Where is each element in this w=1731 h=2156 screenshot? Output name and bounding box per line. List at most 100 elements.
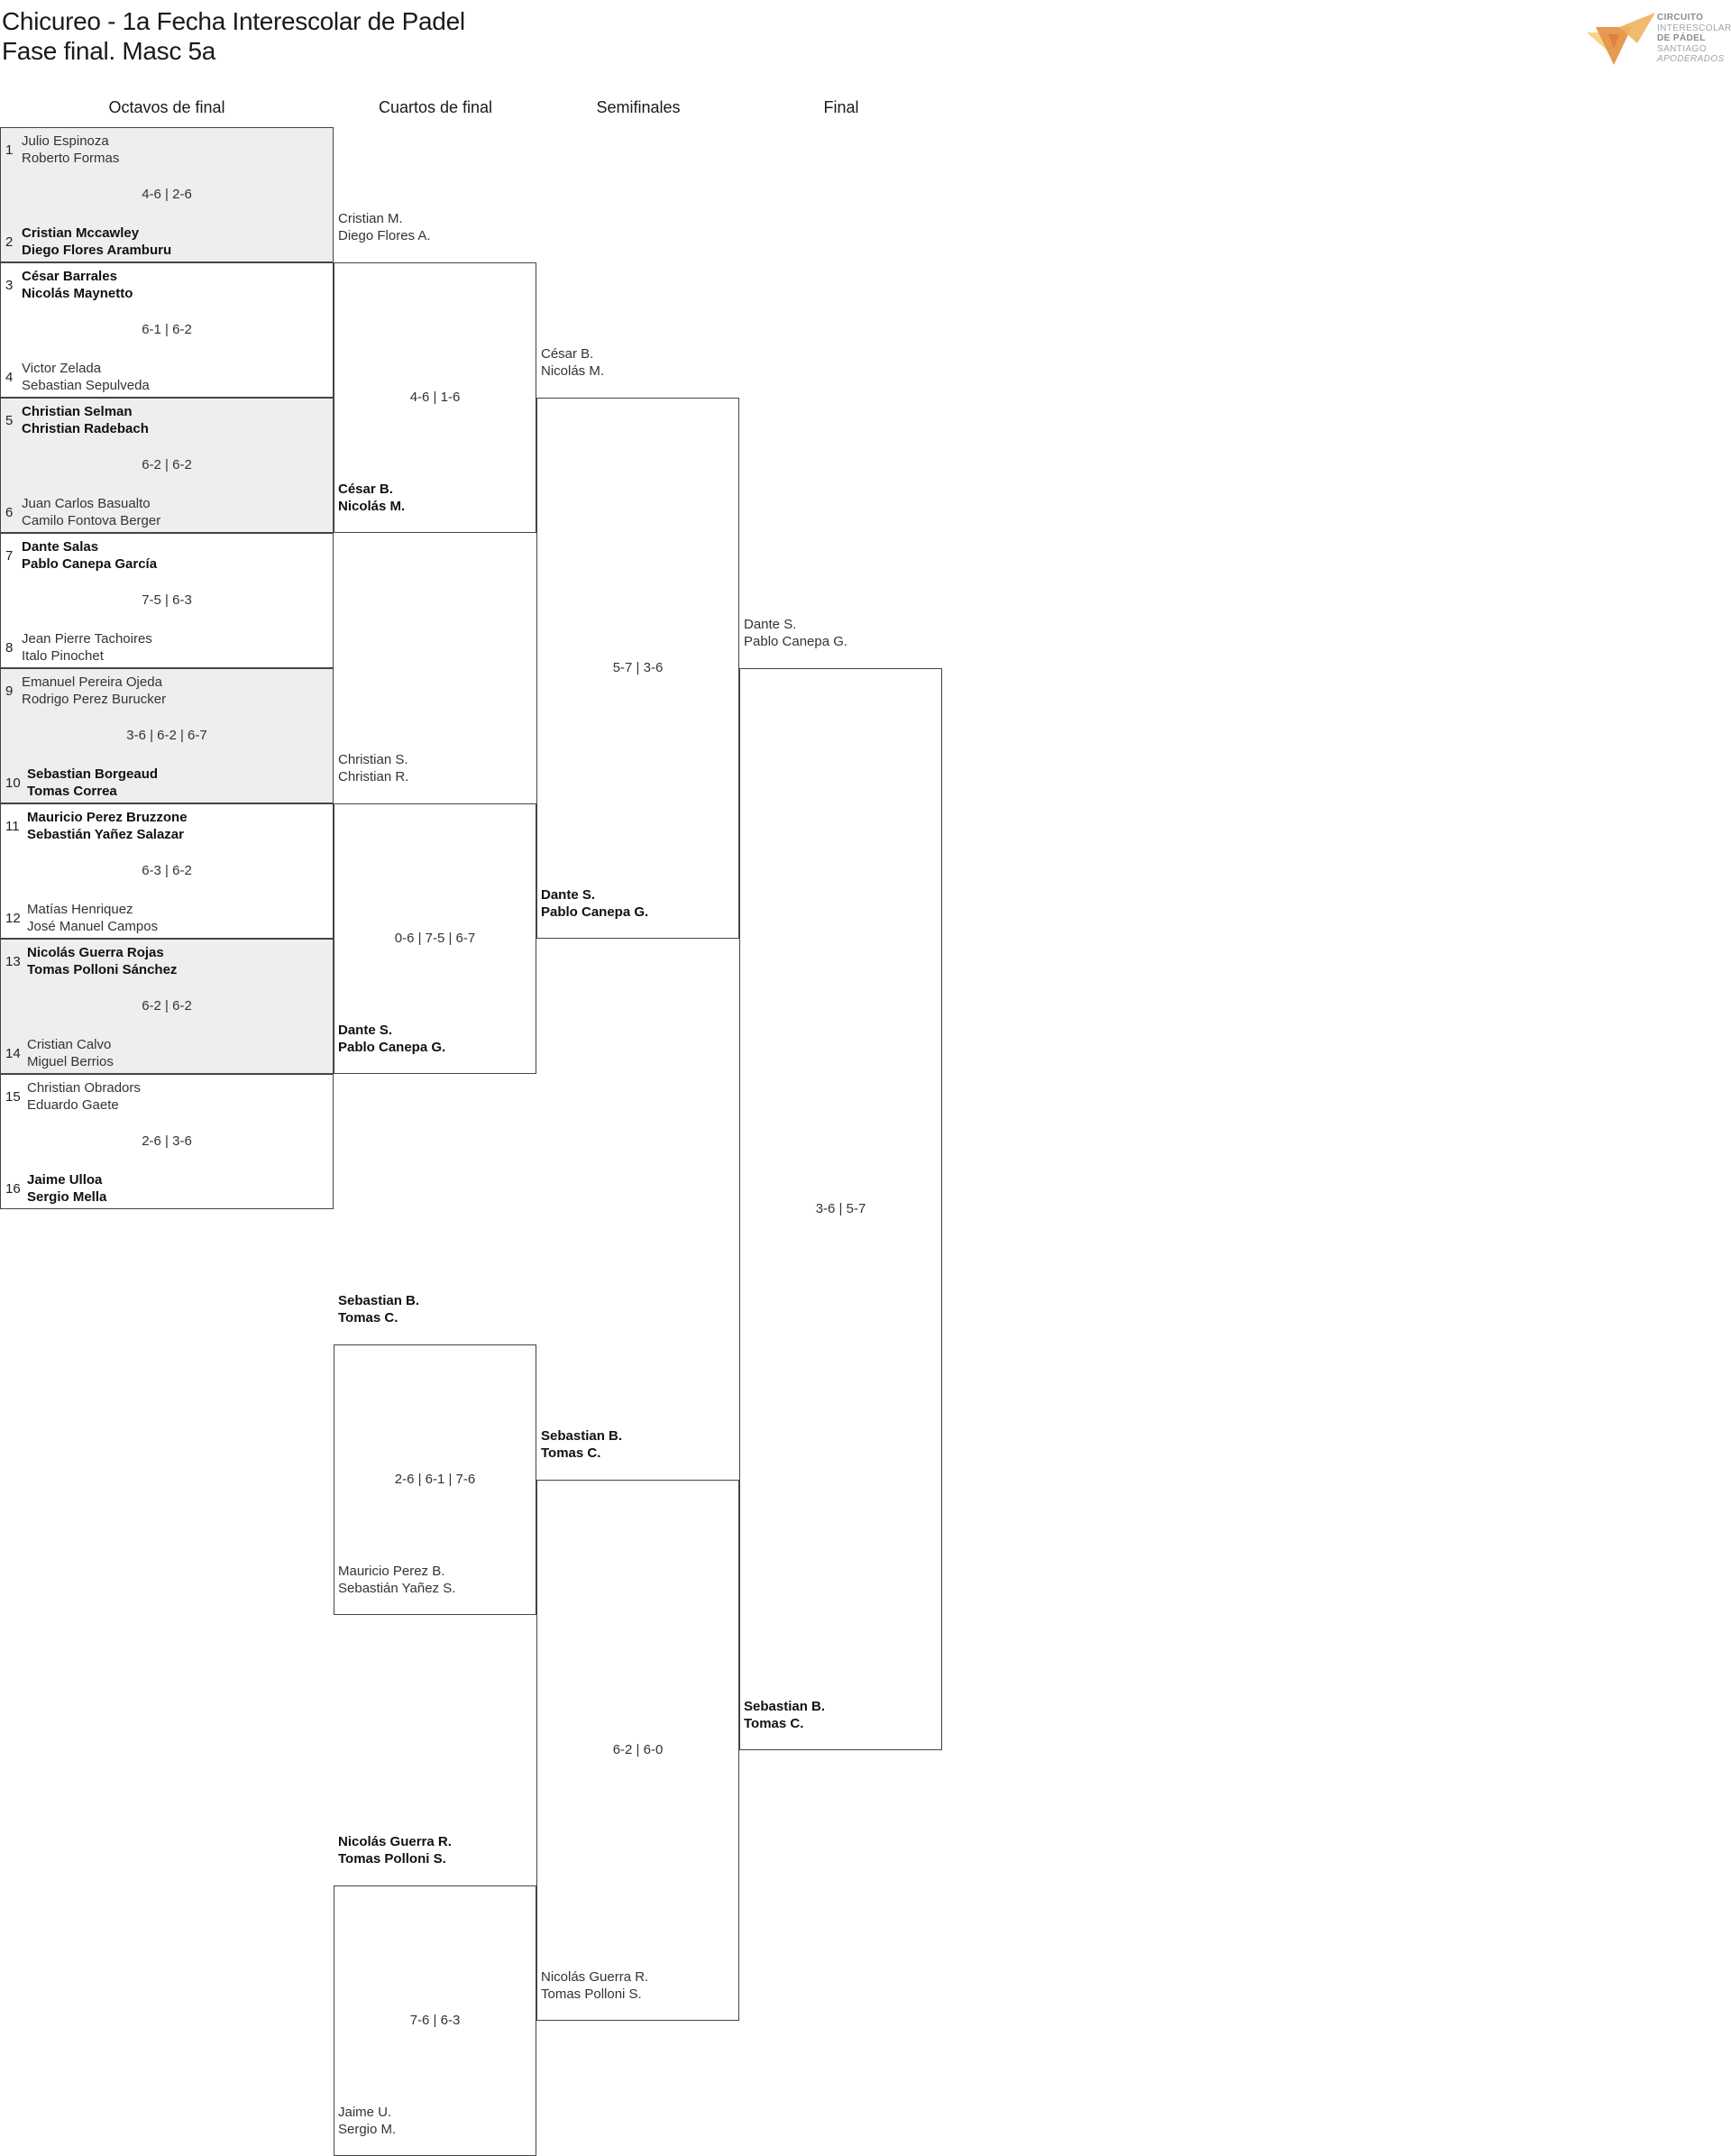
player-name: Nicolás M.: [338, 499, 406, 514]
player-name: Victor Zelada: [22, 361, 102, 376]
seed-number: 11: [5, 819, 20, 834]
seed-number: 15: [5, 1089, 21, 1105]
player-name: Tomas C.: [338, 1310, 398, 1326]
player-name: Sebastian Borgeaud: [27, 766, 159, 782]
octavos-match: [0, 939, 334, 1074]
player-name: Mauricio Perez Bruzzone: [27, 810, 188, 825]
player-name: Jean Pierre Tachoires: [22, 631, 152, 647]
seed-number: 13: [5, 954, 21, 969]
octavos-match: [0, 803, 334, 939]
round-header-cuartos: Cuartos de final: [378, 98, 493, 116]
team-names: Sebastian B. Tomas C.: [744, 1698, 825, 1732]
player-name: César B.: [541, 346, 594, 362]
player-name: Miguel Berrios: [27, 1054, 114, 1069]
seed-number: 4: [5, 370, 14, 385]
player-name: Tomas Correa: [27, 784, 117, 799]
round-header-final: Final: [823, 98, 859, 116]
logo-line-3: DE PÁDEL: [1657, 33, 1706, 44]
match-score: 7-6 | 6-3: [409, 2013, 461, 2028]
player-name: Sergio Mella: [27, 1189, 107, 1205]
player-name: Pablo Canepa G.: [541, 904, 649, 920]
player-name: Eduardo Gaete: [27, 1097, 119, 1113]
player-name: Dante S.: [744, 617, 797, 632]
match-score: 3-6 | 6-2 | 6-7: [126, 728, 207, 743]
match-score: 6-2 | 6-0: [612, 1742, 664, 1757]
fox-icon: [1587, 13, 1655, 65]
player-name: Christian Radebach: [22, 421, 149, 436]
player-name: Tomas Polloni S.: [338, 1851, 446, 1867]
logo-line-2: INTERESCOLAR: [1657, 23, 1731, 33]
player-name: Pablo Canepa García: [22, 556, 158, 572]
player-name: Nicolás Maynetto: [22, 286, 133, 301]
match-score: 6-2 | 6-2: [142, 998, 192, 1014]
cuartos-match: [334, 803, 536, 1074]
player-name: Jaime U.: [338, 2105, 392, 2120]
player-name: Tomas Polloni S.: [541, 1986, 642, 2002]
match-score: 4-6 | 1-6: [409, 390, 461, 405]
seed-number: 3: [5, 278, 14, 293]
match-score: 5-7 | 3-6: [612, 660, 664, 675]
player-name: Cristian Calvo: [27, 1037, 112, 1052]
team-names: Jaime U. Sergio M.: [338, 2104, 396, 2138]
logo-line-4: SANTIAGO: [1657, 43, 1707, 54]
page-subtitle: Fase final. Masc 5a: [2, 37, 216, 65]
player-name: Nicolás M.: [541, 363, 605, 379]
match-score: 7-5 | 6-3: [142, 592, 192, 608]
player-name: Sebastian B.: [744, 1699, 826, 1714]
round-header-octavos: Octavos de final: [108, 98, 225, 116]
match-score: 4-6 | 2-6: [142, 187, 192, 202]
seed-number: 1: [5, 142, 14, 158]
player-name: Cristian M.: [338, 211, 403, 226]
octavos-match: [0, 533, 334, 668]
player-name: Matías Henriquez: [27, 902, 133, 917]
player-name: Camilo Fontova Berger: [22, 513, 161, 528]
octavos-match: [0, 668, 334, 803]
cuartos-match: [334, 262, 536, 533]
player-name: Juan Carlos Basualto: [22, 496, 151, 511]
player-name: Roberto Formas: [22, 151, 120, 166]
match-score: 2-6 | 3-6: [142, 1133, 192, 1149]
player-name: Jaime Ulloa: [27, 1172, 103, 1188]
team-names: Nicolás Guerra R.Tomas Polloni S.: [541, 1968, 648, 2003]
player-name: Christian S.: [338, 752, 408, 767]
team-names: Dante S.Pablo Canepa G.: [744, 616, 847, 650]
player-name: Sergio M.: [338, 2122, 397, 2137]
team-names: César B.Nicolás M.: [541, 345, 604, 380]
team-names: César B.Nicolás M.: [338, 481, 405, 515]
match-score: 6-3 | 6-2: [142, 863, 192, 878]
player-name: Tomas Polloni Sánchez: [27, 962, 178, 977]
octavos-match: [0, 398, 334, 533]
semis-match: [536, 398, 739, 939]
player-name: Julio Espinoza: [22, 133, 109, 149]
team-names: Nicolás Guerra R. Tomas Polloni S.: [338, 1833, 452, 1867]
player-name: Sebastian Sepulveda: [22, 378, 150, 393]
octavos-match: [0, 127, 334, 262]
player-name: César Barrales: [22, 269, 117, 284]
player-name: Sebastian B.: [338, 1293, 420, 1308]
player-name: Mauricio Perez B.: [338, 1564, 445, 1579]
player-name: Sebastián Yañez Salazar: [27, 827, 184, 842]
player-name: Christian R.: [338, 769, 409, 784]
seed-number: 12: [5, 911, 21, 926]
player-name: Diego Flores Aramburu: [22, 243, 172, 258]
player-name: Tomas C.: [744, 1716, 804, 1731]
player-name: Dante S.: [338, 1023, 393, 1038]
logo-text: CIRCUITO INTERESCOLAR DE PÁDEL SANTIAGO …: [1657, 13, 1731, 65]
player-name: Nicolás Guerra R.: [338, 1834, 452, 1849]
seed-number: 14: [5, 1046, 21, 1061]
round-header-semifinales: Semifinales: [596, 98, 681, 116]
team-names: Dante S.Pablo Canepa G.: [338, 1022, 445, 1056]
player-name: Dante S.: [541, 887, 596, 903]
